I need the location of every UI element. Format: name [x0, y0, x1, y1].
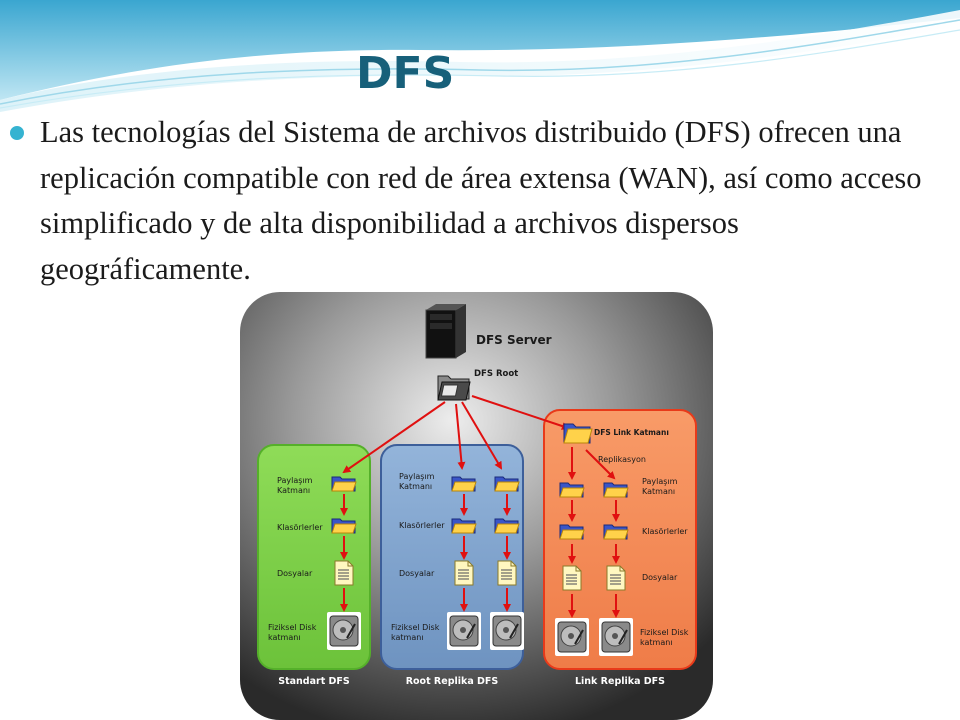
link-share-label-1: Paylaşım [642, 477, 678, 486]
server-icon [425, 304, 466, 359]
link2-folder-icon [603, 524, 629, 540]
root-to-standard-arrow [342, 401, 446, 474]
replica-disk-label-2: katmanı [391, 633, 424, 642]
root-to-replica-2-arrow [461, 401, 503, 470]
replica-share-label-2: Katmanı [399, 482, 432, 491]
link-replica-title: Link Replika DFS [575, 676, 665, 687]
replica-folders-label: Klasörlerler [399, 521, 445, 530]
replica-disk-label-1: Fiziksel Disk [391, 623, 440, 632]
link1-disk-icon [555, 618, 589, 656]
replica-share-label-1: Paylaşım [399, 472, 435, 481]
standard-files-label: Dosyalar [277, 569, 313, 578]
standard-disk-icon [327, 612, 361, 650]
link2-file-icon [606, 565, 626, 591]
bullet-marker [10, 126, 24, 140]
standard-share-label-1: Paylaşım [277, 476, 313, 485]
root-replica-title: Root Replika DFS [406, 676, 499, 687]
standard-disk-label-2: katmanı [268, 633, 301, 642]
standard-folders-label: Klasörlerler [277, 523, 323, 532]
replica2-share-folder-icon [494, 476, 520, 492]
standard-disk-label-1: Fiziksel Disk [268, 623, 317, 632]
link-disk-label-1: Fiziksel Disk [640, 628, 689, 637]
link-disk-label-2: katmanı [640, 638, 673, 647]
dfs-root-label: DFS Root [474, 369, 518, 379]
slide-title: DFS [356, 48, 455, 99]
root-to-link-arrow [471, 395, 570, 430]
root-replica-panel [380, 444, 524, 670]
replica-files-label: Dosyalar [399, 569, 435, 578]
standard-folder-icon [331, 518, 357, 534]
standard-dfs-title: Standart DFS [278, 676, 350, 687]
replica1-file-icon [454, 560, 474, 586]
link-folders-label: Klasörlerler [642, 527, 688, 536]
dfs-diagram: DFS Server DFS Root DFS Link Katmanı Rep… [240, 292, 713, 720]
server-label: DFS Server [476, 333, 552, 347]
dfs-root-icon [437, 375, 471, 401]
replica1-disk-icon [447, 612, 481, 650]
standard-file-icon [334, 560, 354, 586]
replica1-folder-icon [451, 518, 477, 534]
replica2-file-icon [497, 560, 517, 586]
link1-file-icon [562, 565, 582, 591]
replica2-folder-icon [494, 518, 520, 534]
replication-label: Replikasyon [598, 455, 646, 464]
header-wave-decoration [0, 0, 960, 112]
standard-share-folder-icon [331, 476, 357, 492]
replica2-disk-icon [490, 612, 524, 650]
link1-folder-icon [559, 524, 585, 540]
link1-share-folder-icon [559, 482, 585, 498]
link-replica-panel [543, 409, 697, 670]
link-files-label: Dosyalar [642, 573, 678, 582]
standard-share-label-2: Katmanı [277, 486, 310, 495]
dfs-link-icon [563, 423, 593, 444]
link-share-label-2: Katmanı [642, 487, 675, 496]
replication-arrow [585, 449, 616, 480]
root-to-replica-1-arrow [455, 403, 466, 470]
link2-disk-icon [599, 618, 633, 656]
dfs-link-label: DFS Link Katmanı [594, 428, 669, 437]
link2-share-folder-icon [603, 482, 629, 498]
replica1-share-folder-icon [451, 476, 477, 492]
bullet-text: Las tecnologías del Sistema de archivos … [40, 115, 922, 286]
